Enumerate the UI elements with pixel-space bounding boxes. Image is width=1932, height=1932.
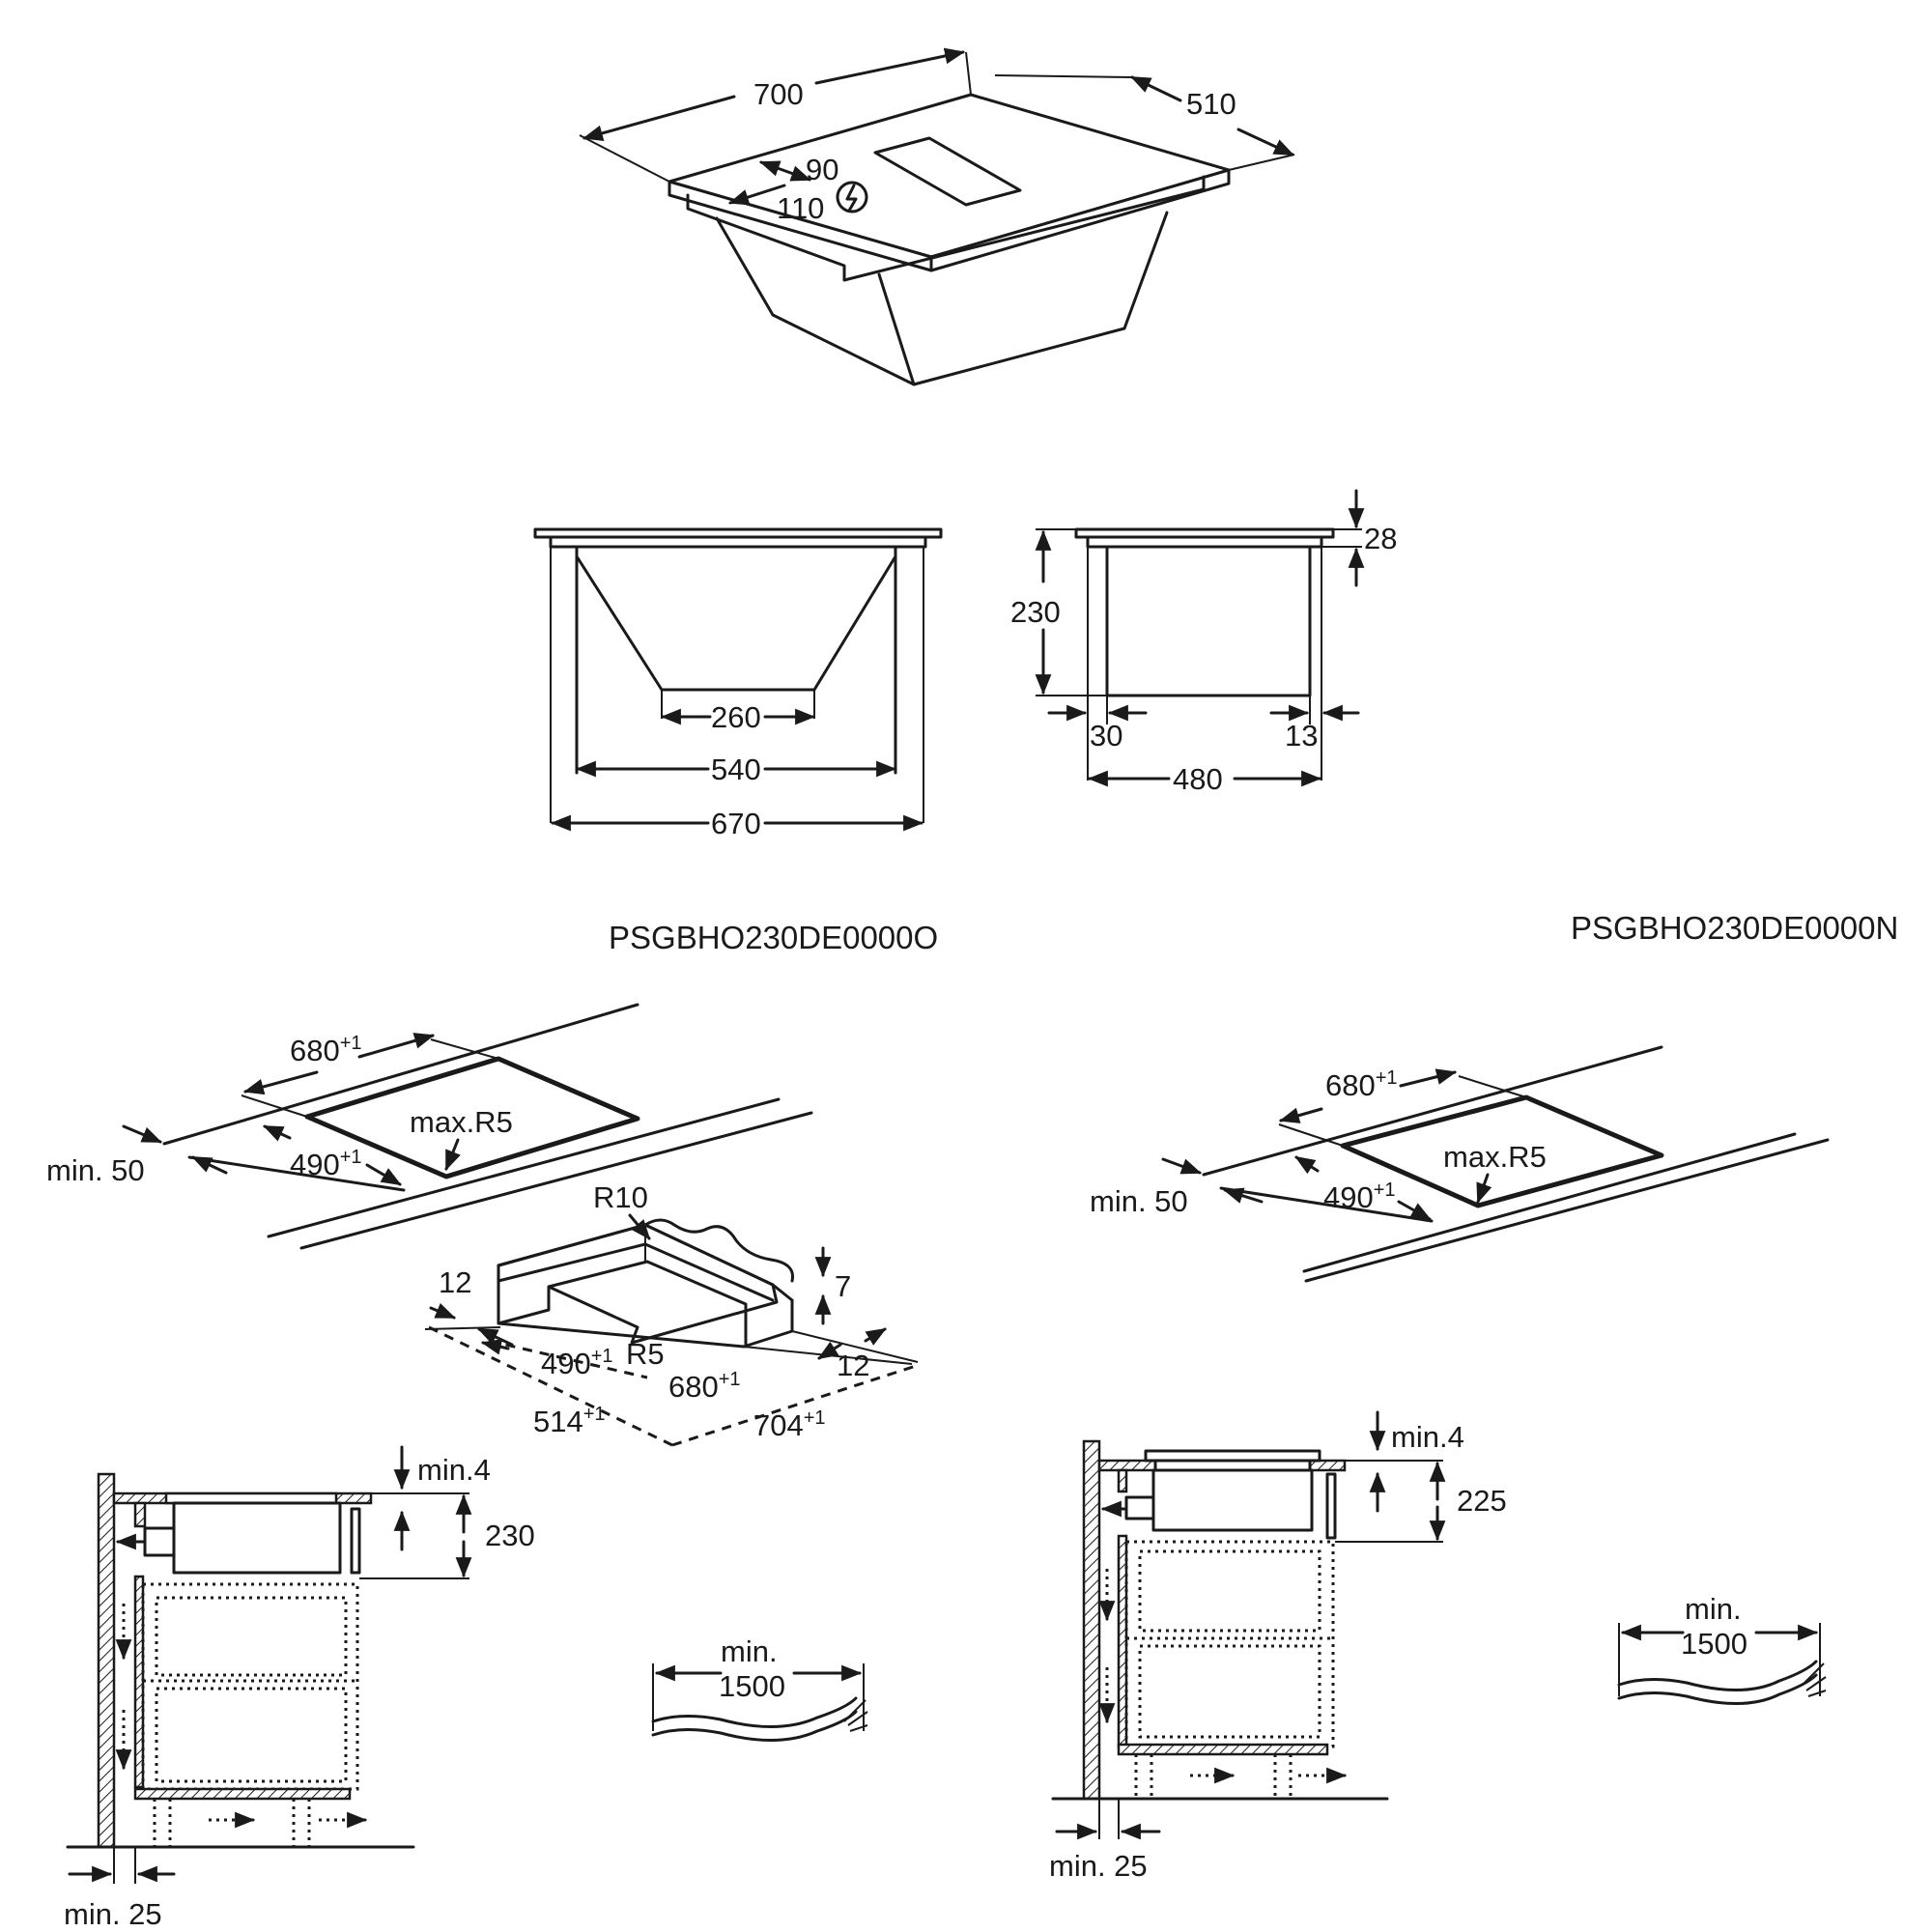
- cable-left: min. 1500: [651, 1634, 868, 1743]
- cutout-left-radius: max.R5: [410, 1105, 513, 1139]
- cable-left-min: min.: [721, 1634, 778, 1668]
- dim-bottom-260: 260: [711, 700, 761, 734]
- cutout-left-min50: min. 50: [46, 1153, 145, 1187]
- cutout-right-depth: 490+1: [1323, 1179, 1396, 1214]
- cutout-right: 680+1 490+1 max.R5 min. 50: [1090, 1045, 1830, 1283]
- dim-110: 110: [777, 191, 824, 225]
- install-right-min25: min. 25: [1049, 1849, 1148, 1883]
- lightning-bolt-icon: [836, 181, 868, 213]
- hob-isometric-view: 700 510 90 110: [579, 47, 1295, 386]
- dim-width-700: 700: [753, 77, 804, 111]
- cable-left-1500: 1500: [719, 1669, 785, 1703]
- dim-inner-540: 540: [711, 753, 761, 786]
- install-left-min4: min.4: [417, 1453, 491, 1487]
- frame-inner-depth: 490+1: [541, 1346, 613, 1380]
- dim-outer-670: 670: [711, 807, 761, 840]
- cable-right: min. 1500: [1617, 1592, 1827, 1706]
- model-label-right: PSGBHO230DE0000N: [1571, 910, 1898, 946]
- cable-right-1500: 1500: [1681, 1627, 1747, 1661]
- cutout-right-width: 680+1: [1325, 1067, 1398, 1102]
- frame-side-right-12: 12: [837, 1349, 869, 1382]
- hob-side-view: 230 28 30 13 480: [1010, 489, 1397, 796]
- frame-detail: R10 7 12 12 490+1 R5 680+1 514+1 704+1: [424, 1180, 919, 1447]
- hob-front-view: 260 540 670: [533, 527, 943, 840]
- install-right-min4: min.4: [1391, 1420, 1464, 1454]
- dim-90: 90: [806, 153, 838, 186]
- cutout-right-min50: min. 50: [1090, 1184, 1188, 1218]
- cutout-left: 680+1 490+1 max.R5 min. 50: [46, 1003, 813, 1250]
- frame-step-7: 7: [835, 1269, 851, 1303]
- install-left-min25: min. 25: [64, 1897, 162, 1931]
- cable-right-min: min.: [1685, 1592, 1742, 1626]
- model-label-left: PSGBHO230DE0000O: [609, 920, 938, 955]
- install-right-225: 225: [1457, 1484, 1507, 1518]
- frame-outer-depth: 514+1: [533, 1404, 606, 1438]
- cutout-left-depth: 490+1: [290, 1147, 362, 1181]
- installation-right: min.4 225 min. 25: [1049, 1410, 1507, 1883]
- dim-width-480: 480: [1173, 762, 1223, 796]
- frame-r5: R5: [626, 1337, 665, 1371]
- dim-height-230: 230: [1010, 595, 1061, 629]
- cutout-left-width: 680+1: [290, 1033, 362, 1067]
- frame-side-12: 12: [439, 1265, 471, 1299]
- frame-r10: R10: [593, 1180, 648, 1214]
- dim-depth-510: 510: [1186, 87, 1236, 121]
- cutout-right-radius: max.R5: [1443, 1140, 1547, 1174]
- dim-offset-13: 13: [1285, 719, 1318, 753]
- installation-left: min.4 230 min. 25: [64, 1445, 535, 1931]
- install-left-230: 230: [485, 1519, 535, 1552]
- frame-inner-width: 680+1: [668, 1369, 741, 1404]
- dim-top-28: 28: [1364, 522, 1397, 555]
- dim-offset-30: 30: [1090, 719, 1122, 753]
- frame-outer-width: 704+1: [753, 1407, 826, 1442]
